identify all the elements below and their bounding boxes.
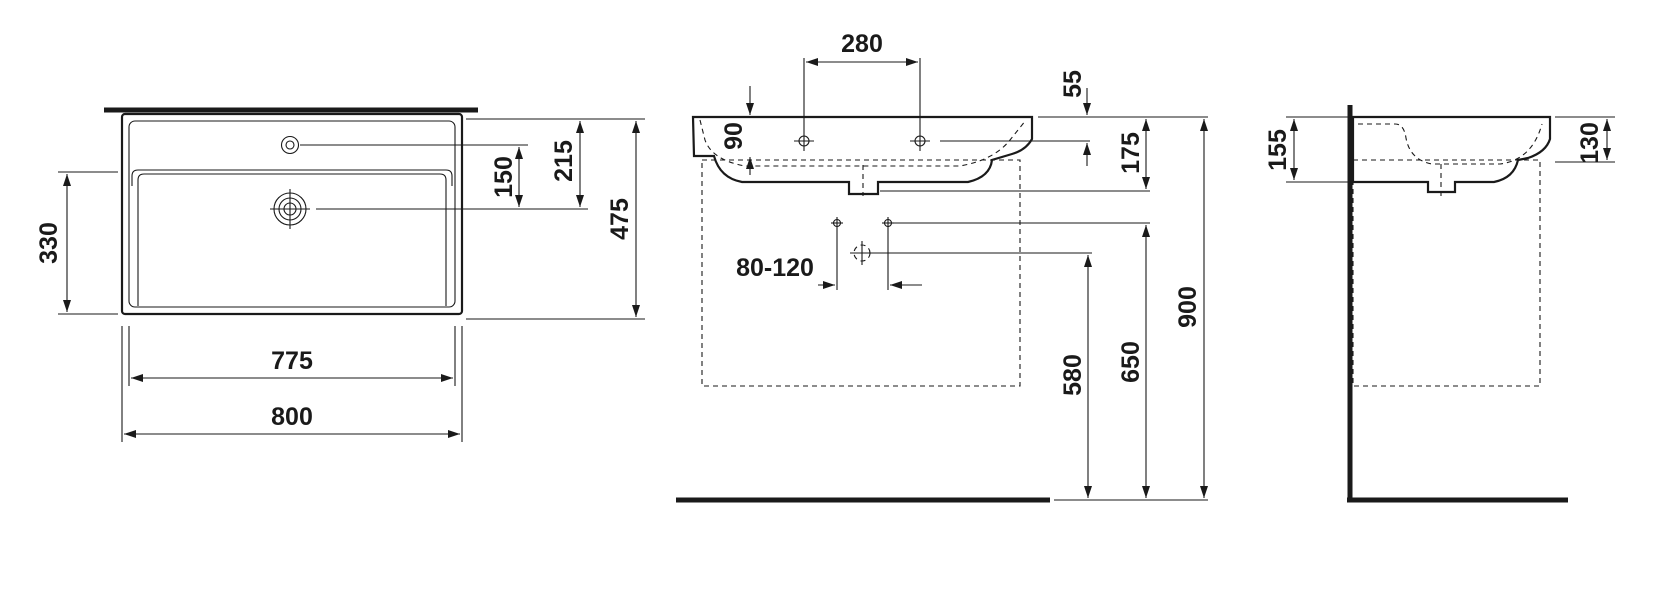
dim-rim-thickness-label: 55: [1059, 70, 1087, 98]
tap-hole-left-icon: [794, 131, 814, 151]
basin-bowl-edge: [131, 169, 453, 186]
dim-tap-from-back-label: 215: [550, 140, 578, 182]
bowl-interior-hidden: [699, 119, 1027, 167]
dim-outlet-height-high-label: 650: [1117, 341, 1145, 383]
side-bowl-interior-hidden: [1358, 123, 1543, 165]
front-view: 280 55 90 175 80-120 580 650 900: [676, 30, 1208, 503]
dim-tap-to-waste-label: 150: [490, 156, 518, 198]
basin-inner-rim: [128, 120, 456, 308]
dim-height-to-waste-label: 175: [1117, 132, 1145, 174]
side-view: 155 130: [1264, 105, 1615, 503]
side-vanity-hidden: [1352, 159, 1541, 387]
dim-bowl-depth-label: 90: [720, 122, 748, 150]
basin-bowl-floor: [137, 173, 447, 306]
dim-mounting-height-label: 900: [1174, 286, 1202, 328]
waste-outlet-icon: [270, 189, 310, 229]
vanity-unit-hidden: [701, 159, 1021, 387]
tap-hole-icon: [280, 135, 300, 155]
basin-side-outline: [1351, 115, 1552, 194]
dim-width-inner-label: 775: [271, 347, 313, 375]
dim-depth-inner-label: 330: [35, 222, 63, 264]
supply-point-left-icon: [831, 217, 843, 229]
dim-depth-outer-label: 475: [606, 198, 634, 240]
tap-hole-right-icon: [910, 131, 930, 151]
dim-side-depth-label: 130: [1576, 122, 1604, 164]
dim-width-outer-label: 800: [271, 403, 313, 431]
dim-tap-spacing-label: 280: [841, 30, 883, 58]
dim-waste-offset-label: 80-120: [736, 254, 814, 282]
basin-outline: [120, 112, 464, 316]
plan-view: 330 150 215 475 775 800: [35, 107, 645, 442]
dim-side-height-label: 155: [1264, 129, 1292, 171]
supply-point-right-icon: [882, 217, 894, 229]
basin-front-outline: [691, 115, 1034, 196]
dim-outlet-height-low-label: 580: [1059, 354, 1087, 396]
